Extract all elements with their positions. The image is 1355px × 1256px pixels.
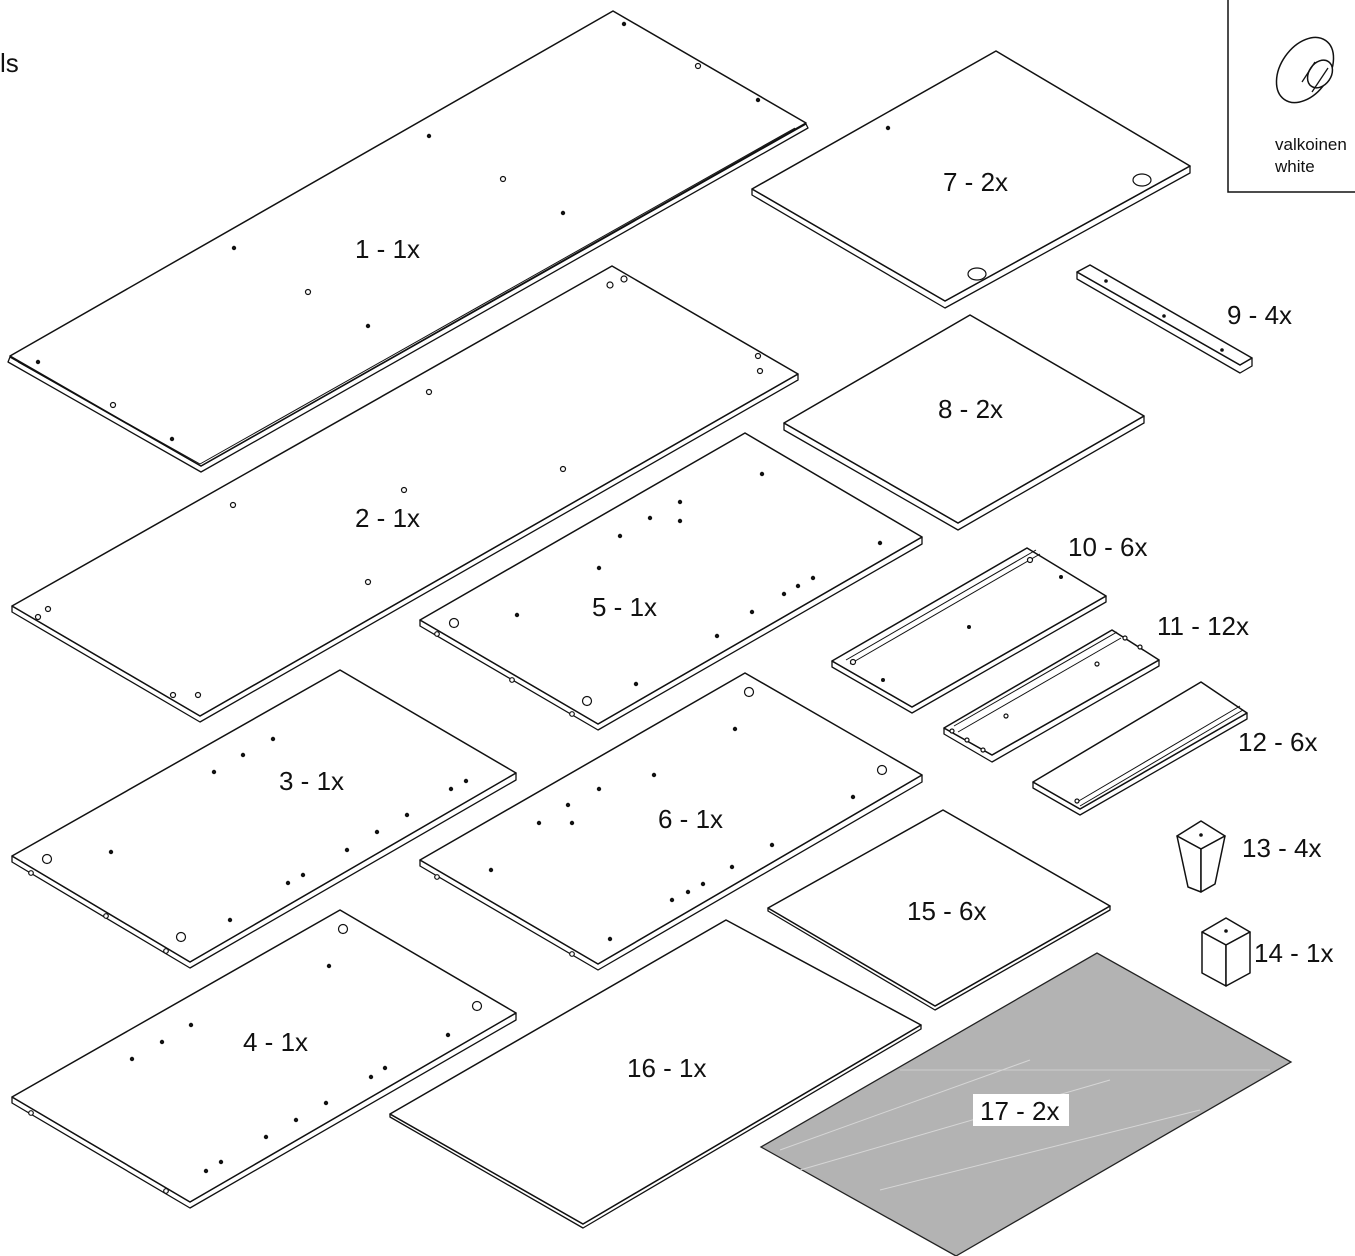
part-1-label: 1 - 1x [355,234,420,264]
part-10-shelf: 10 - 6x [831,532,1148,714]
part-8-label: 8 - 2x [938,394,1003,424]
legend-color-en: white [1274,157,1315,176]
part-2-panel: 2 - 1x [11,265,799,723]
color-legend: valkoinen white [1227,0,1355,193]
part-3-panel: 3 - 1x [11,669,517,969]
part-8-panel: 8 - 2x [783,314,1145,531]
part-12-label: 12 - 6x [1238,727,1318,757]
part-7-label: 7 - 2x [943,167,1008,197]
part-13-label: 13 - 4x [1242,833,1322,863]
part-17-label: 17 - 2x [980,1096,1060,1126]
part-6-panel: 6 - 1x [419,672,923,971]
part-7-panel: 7 - 2x [751,50,1191,309]
part-4-panel: 4 - 1x [11,909,517,1209]
white-knob-icon [1275,36,1335,104]
part-17-glass-panel: 17 - 2x [759,952,1293,1256]
part-15-panel: 15 - 6x [767,809,1111,1011]
part-15-label: 15 - 6x [907,896,987,926]
part-14-label: 14 - 1x [1254,938,1334,968]
part-9-label: 9 - 4x [1227,300,1292,330]
part-16-label: 16 - 1x [627,1053,707,1083]
part-2-label: 2 - 1x [355,503,420,533]
part-14-block-icon: 14 - 1x [1201,917,1334,987]
part-3-label: 3 - 1x [279,766,344,796]
part-12-shelf: 12 - 6x [1032,681,1318,816]
part-11-label: 11 - 12x [1157,611,1249,641]
part-5-label: 5 - 1x [592,592,657,622]
header-fragment: ls [0,48,19,78]
part-10-label: 10 - 6x [1068,532,1148,562]
part-16-panel: 16 - 1x [389,919,922,1229]
part-9-rail: 9 - 4x [1076,264,1292,374]
part-11-shelf: 11 - 12x [943,611,1249,763]
part-13-leg-icon: 13 - 4x [1176,820,1322,893]
part-1-panel: 1 - 1x [7,10,809,473]
part-6-label: 6 - 1x [658,804,723,834]
part-5-panel: 5 - 1x [419,432,923,731]
legend-color-fi: valkoinen [1275,135,1347,154]
part-4-label: 4 - 1x [243,1027,308,1057]
